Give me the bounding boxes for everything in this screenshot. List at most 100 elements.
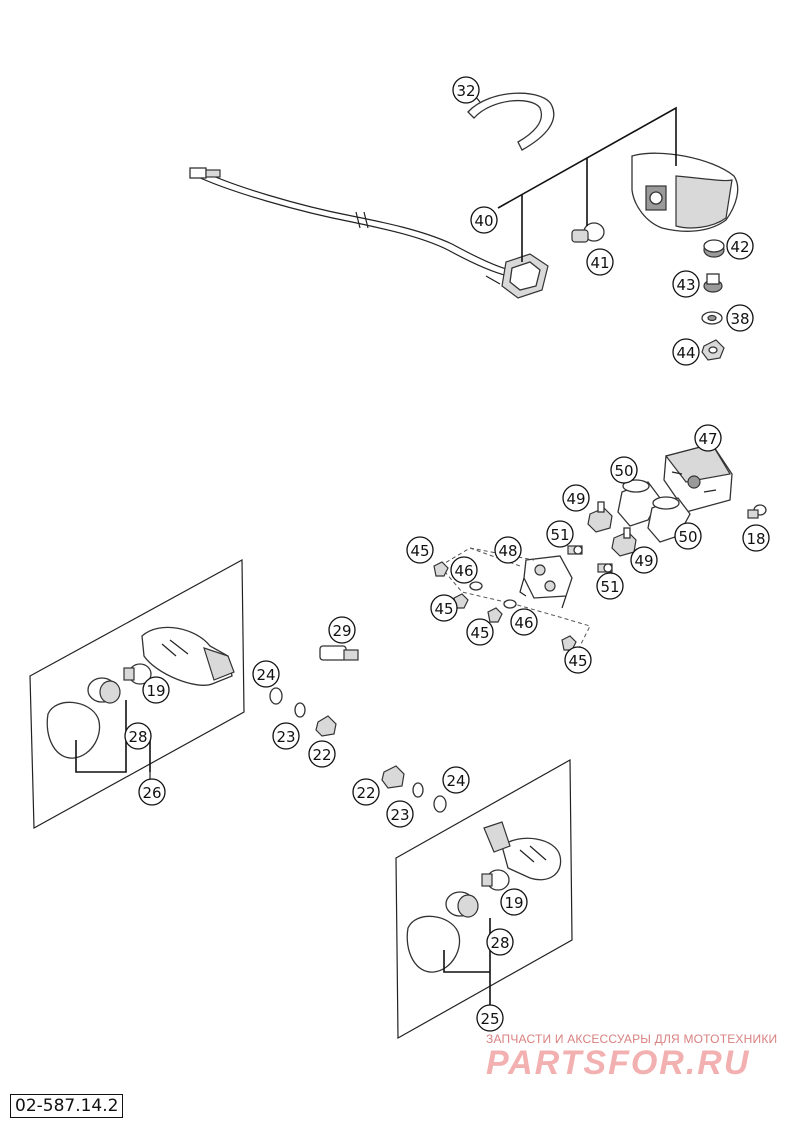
nut-part — [487, 607, 503, 623]
callout-number: 19 — [146, 682, 165, 700]
callout-number: 49 — [566, 490, 585, 508]
callout-circle — [142, 676, 170, 704]
indicator-bulb — [481, 869, 510, 891]
callout-32: 32 — [452, 76, 480, 104]
callout-28: 28 — [486, 928, 514, 956]
small-bulb-part — [747, 504, 767, 519]
callout-circle — [252, 660, 280, 688]
callout-circle — [694, 424, 722, 452]
callout-circle — [486, 928, 514, 956]
callout-46: 46 — [510, 608, 538, 636]
callout-number: 46 — [514, 614, 533, 632]
screw-part — [567, 545, 583, 555]
callout-51: 51 — [546, 520, 574, 548]
callout-number: 22 — [312, 746, 331, 764]
callout-number: 23 — [390, 806, 409, 824]
callout-19: 19 — [142, 676, 170, 704]
callout-number: 43 — [676, 276, 695, 294]
callout-number: 28 — [490, 934, 509, 952]
nut-part — [433, 561, 449, 577]
callout-43: 43 — [672, 270, 700, 298]
callout-number: 26 — [142, 784, 161, 802]
cable-plug — [189, 167, 207, 179]
callout-number: 45 — [434, 600, 453, 618]
lock-washer-part — [412, 782, 424, 798]
callout-circle — [352, 778, 380, 806]
callout-22: 22 — [308, 740, 336, 768]
indicator-bulb — [123, 663, 152, 685]
callout-23: 23 — [272, 722, 300, 750]
bulb-part — [571, 222, 605, 243]
callout-number: 41 — [590, 254, 609, 272]
callout-number: 32 — [456, 82, 475, 100]
callout-circle — [430, 594, 458, 622]
callout-circle — [450, 556, 478, 584]
callout-circle — [328, 616, 356, 644]
callout-number: 45 — [410, 542, 429, 560]
callout-circle — [476, 1004, 504, 1032]
callout-circle — [546, 520, 574, 548]
callout-circle — [308, 740, 336, 768]
bolt-part — [319, 645, 359, 661]
callout-circle — [586, 248, 614, 276]
callout-circle — [674, 522, 702, 550]
callout-number: 42 — [730, 238, 749, 256]
callout-44: 44 — [672, 338, 700, 366]
washer-part — [269, 687, 283, 705]
callout-number: 24 — [446, 772, 465, 790]
spacer-part — [703, 273, 723, 293]
callout-circle — [742, 524, 770, 552]
callout-51: 51 — [596, 572, 624, 600]
leader-40 — [497, 106, 677, 262]
callout-45: 45 — [430, 594, 458, 622]
indicator-body — [483, 821, 562, 881]
indicator-group-frame — [29, 558, 245, 830]
callout-circle — [562, 484, 590, 512]
diagram-code: 02-587.14.2 — [10, 1094, 124, 1118]
callout-circle — [672, 270, 700, 298]
callout-24: 24 — [252, 660, 280, 688]
callout-40: 40 — [470, 206, 498, 234]
callout-circle — [500, 888, 528, 916]
indicator-group-frame — [395, 758, 573, 1040]
washer-part — [701, 311, 723, 325]
callout-28: 28 — [124, 722, 152, 750]
callout-circle — [610, 456, 638, 484]
washer-part — [469, 581, 483, 591]
callout-number: 45 — [568, 652, 587, 670]
callout-circle — [386, 800, 414, 828]
indicator-body — [141, 626, 235, 686]
indicator-lens — [406, 915, 461, 973]
callout-circle — [272, 722, 300, 750]
callout-19: 19 — [500, 888, 528, 916]
callout-circle — [466, 618, 494, 646]
callout-45: 45 — [406, 536, 434, 564]
callout-42: 42 — [726, 232, 754, 260]
watermark: ЗАПЧАСТИ И АКСЕССУАРЫ ДЛЯ МОТОТЕХНИКИ PA… — [486, 1032, 796, 1083]
callout-circle — [596, 572, 624, 600]
callout-number: 40 — [474, 212, 493, 230]
callout-24: 24 — [442, 766, 470, 794]
callout-circle — [726, 304, 754, 332]
callout-18: 18 — [742, 524, 770, 552]
tail-light-housing — [631, 152, 739, 232]
callout-circle — [442, 766, 470, 794]
callout-49: 49 — [562, 484, 590, 512]
nut-part — [315, 715, 337, 737]
callout-labels: 3240414243384447505049491851514845464545… — [124, 76, 770, 1032]
callout-29: 29 — [328, 616, 356, 644]
stud-part — [587, 501, 613, 533]
plate-light-housing — [663, 443, 733, 513]
cable-harness — [195, 175, 509, 277]
callout-circle — [124, 722, 152, 750]
callout-number: 48 — [498, 542, 517, 560]
callout-number: 22 — [356, 784, 375, 802]
callout-26: 26 — [138, 778, 166, 806]
callout-50: 50 — [674, 522, 702, 550]
callout-circle — [726, 232, 754, 260]
callout-number: 25 — [480, 1010, 499, 1028]
callout-number: 38 — [730, 310, 749, 328]
callout-49: 49 — [630, 546, 658, 574]
callout-number: 23 — [276, 728, 295, 746]
